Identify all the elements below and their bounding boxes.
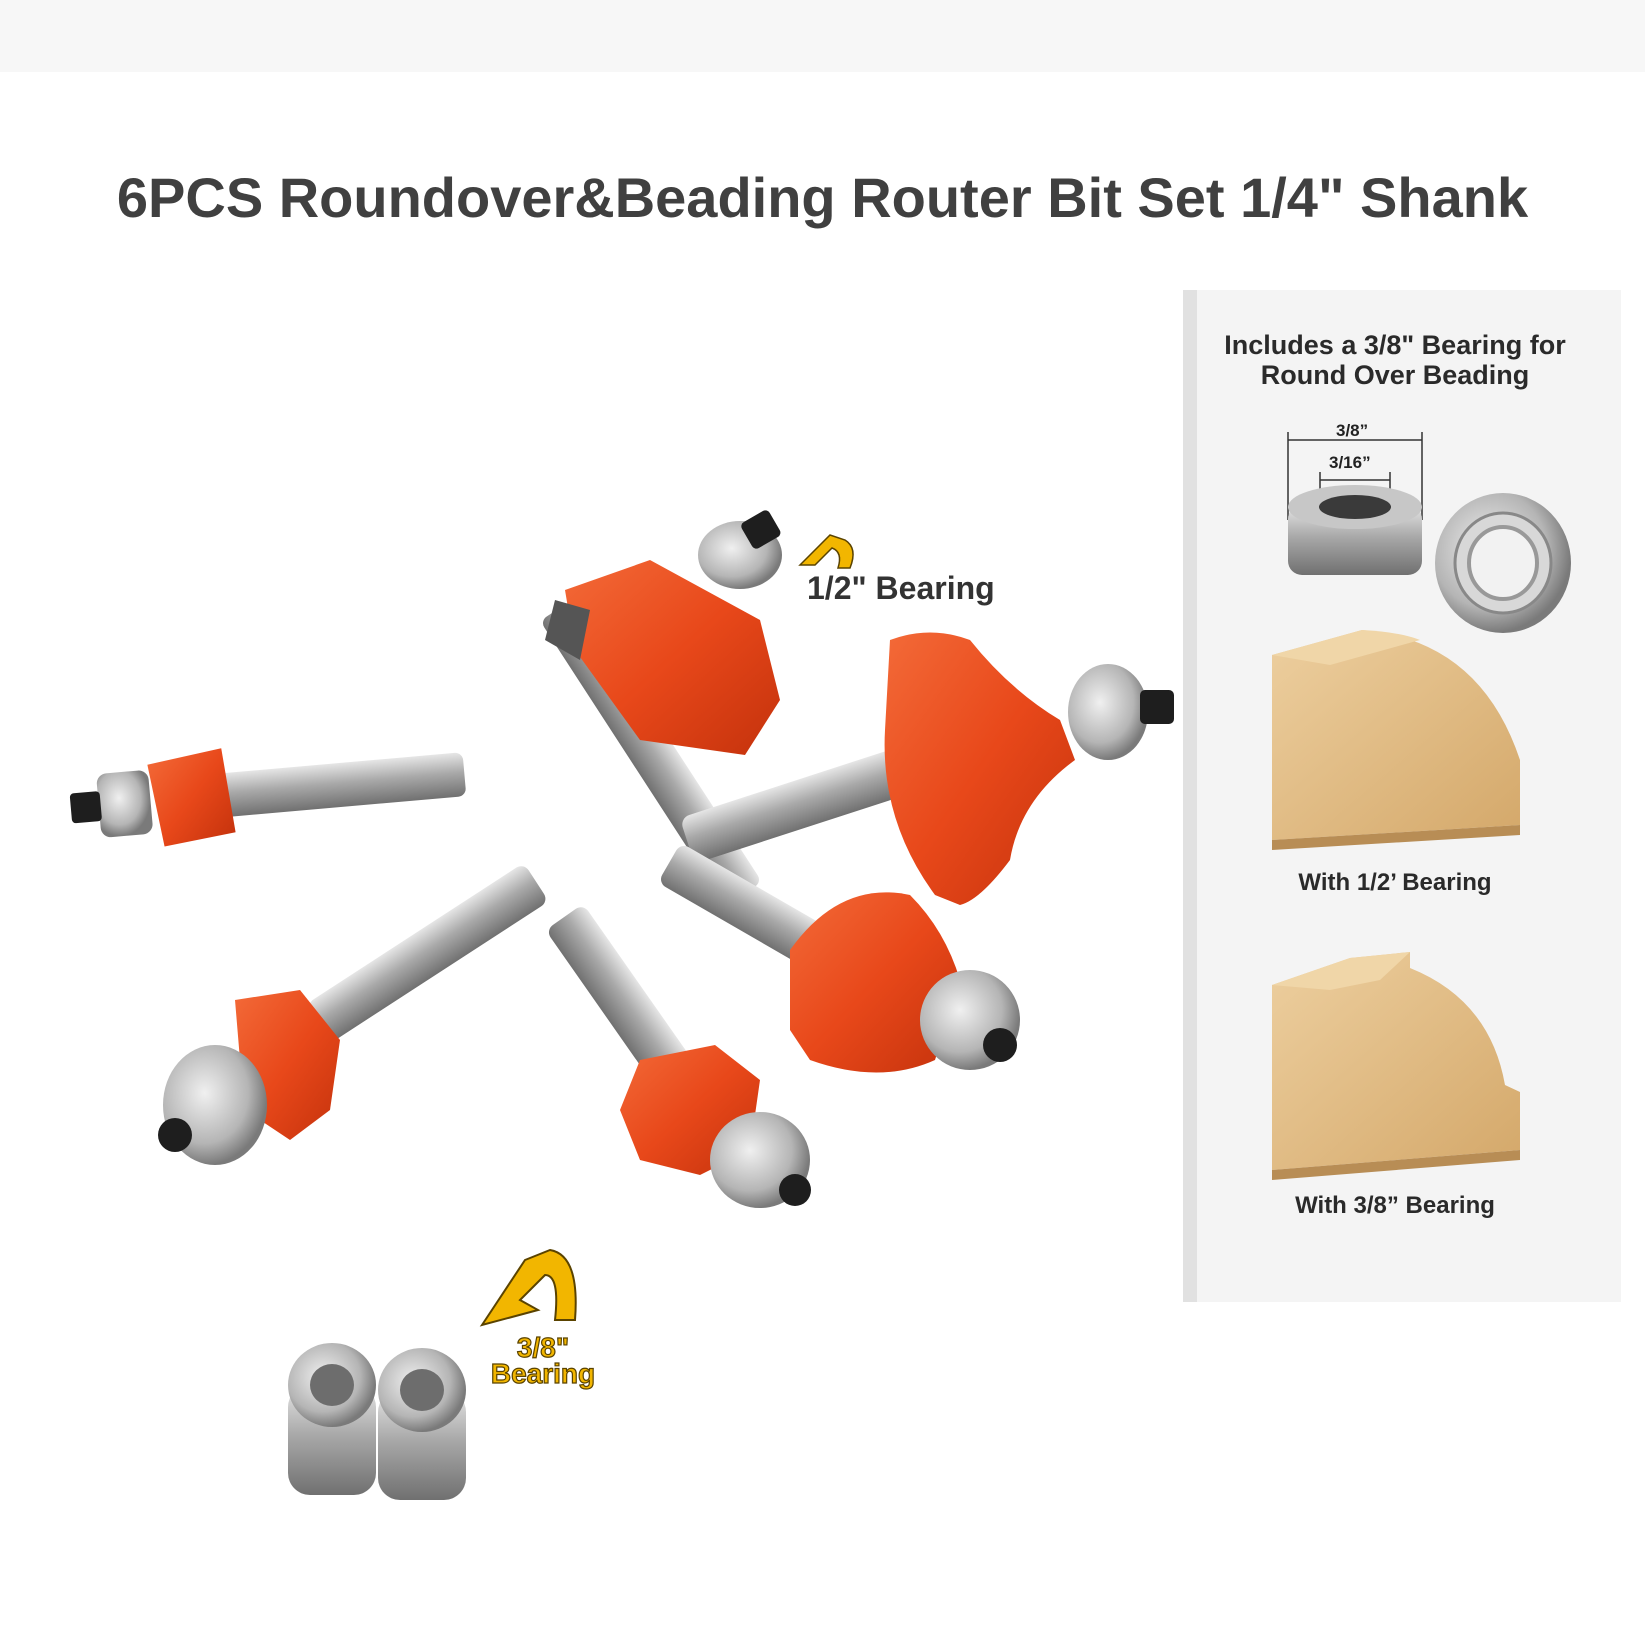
- top-band: [0, 0, 1645, 72]
- side-panel-heading-line1: Includes a 3/8" Bearing for: [1224, 330, 1566, 360]
- 38-bearing-callout-line2: Bearing: [490, 1358, 596, 1389]
- router-bit-large: [682, 632, 1174, 905]
- caption-38-bearing: With 3/8” Bearing: [1295, 1192, 1495, 1219]
- router-bit-left-lower: [158, 866, 546, 1165]
- bearing-side-view: [1288, 485, 1422, 575]
- router-bit-right-lower: [661, 845, 1020, 1073]
- 38-bearing-callout: 3/8" Bearing: [483, 1332, 603, 1389]
- side-panel-heading: Includes a 3/8" Bearing for Round Over B…: [1190, 330, 1600, 390]
- router-bit-small: [69, 748, 466, 847]
- arrow-icon-half-bearing: [798, 534, 854, 569]
- side-panel-heading-line2: Round Over Beading: [1260, 360, 1530, 390]
- half-bearing-callout: 1/2" Bearing: [807, 570, 995, 606]
- wood-profile-38-bearing: [1272, 952, 1520, 1180]
- 38-bearing-callout-line1: 3/8": [516, 1332, 570, 1363]
- router-bit-center-lower: [548, 907, 811, 1208]
- wood-profile-half-bearing: [1272, 630, 1520, 850]
- arrow-icon-38-bearing: [479, 1248, 577, 1327]
- dim-inner-label: 3/16”: [1329, 453, 1371, 472]
- product-title: 6PCS Roundover&Beading Router Bit Set 1/…: [116, 166, 1529, 229]
- bearing-front-view: [1435, 493, 1571, 633]
- spare-bearings: [288, 1343, 466, 1500]
- dim-outer-label: 3/8”: [1336, 421, 1369, 440]
- caption-half-bearing: With 1/2’ Bearing: [1298, 869, 1492, 896]
